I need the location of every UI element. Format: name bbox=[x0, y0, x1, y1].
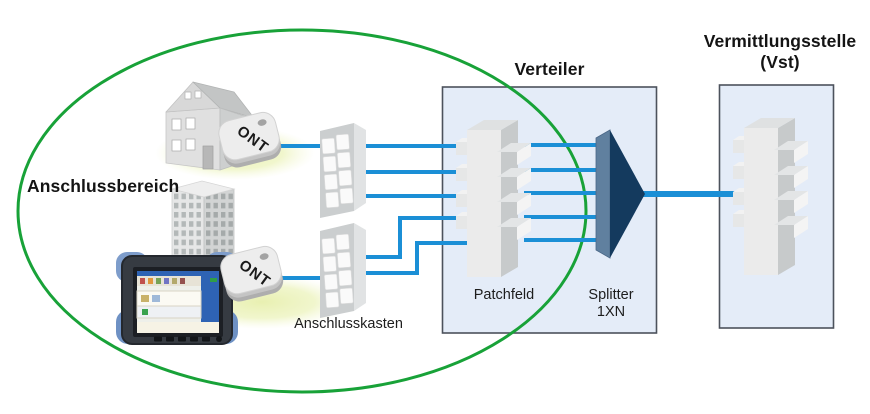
label-splitter-line1: Splitter bbox=[588, 287, 634, 303]
junction-box-bottom-icon bbox=[319, 222, 367, 319]
fiber-line-box2-a bbox=[345, 216, 466, 259]
label-splitter: Splitter 1XN bbox=[574, 287, 648, 320]
ont-device-top-icon: ONT bbox=[215, 109, 285, 171]
fiber-line-box2-b bbox=[345, 241, 469, 275]
label-patchfeld: Patchfeld bbox=[473, 287, 535, 303]
label-anschlusskasten: Anschlusskasten bbox=[294, 316, 403, 332]
label-vermittlungsstelle-line1: Vermittlungsstelle bbox=[703, 31, 857, 51]
ont-device-bottom-icon: ONT bbox=[217, 243, 287, 305]
label-verteiler: Verteiler bbox=[514, 59, 585, 79]
label-vermittlungsstelle: Vermittlungsstelle (Vst) bbox=[690, 31, 870, 73]
label-splitter-line2: 1XN bbox=[596, 303, 626, 320]
splitter-icon bbox=[595, 129, 645, 259]
junction-box-top-icon bbox=[319, 122, 367, 219]
otdr-tester-icon bbox=[116, 252, 238, 345]
coverage-area-ellipse bbox=[16, 28, 588, 394]
label-anschlussbereich: Anschlussbereich bbox=[27, 176, 180, 196]
label-vermittlungsstelle-line2: (Vst) bbox=[760, 52, 800, 72]
